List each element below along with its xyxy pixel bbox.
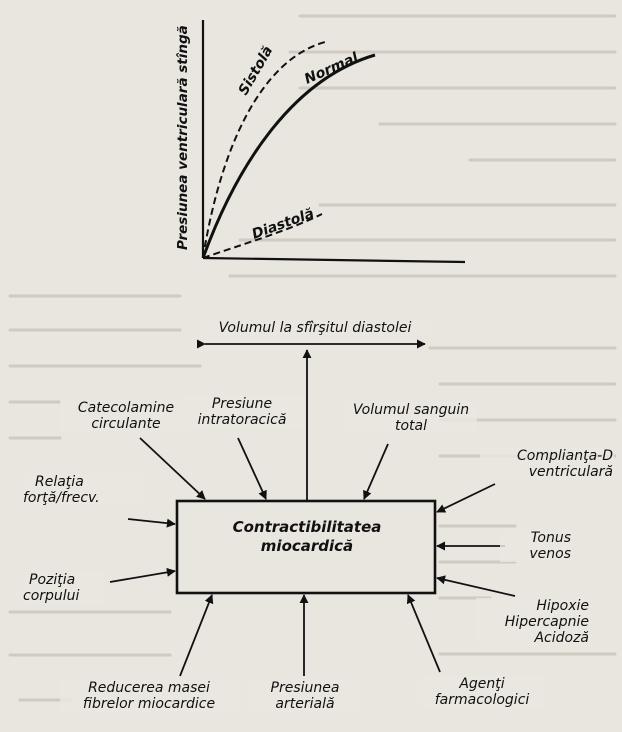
arrow-pozitia bbox=[109, 567, 176, 583]
factor-tonus-line2: venos bbox=[529, 546, 571, 562]
factor-hipoxie-line1: Hipoxie bbox=[536, 598, 589, 614]
arrow-presiune-intratoracica bbox=[237, 437, 267, 500]
curve-diastola bbox=[202, 213, 323, 259]
factor-pozitia-line1: Poziţia bbox=[29, 572, 76, 588]
factor-arteriala-line1: Presiunea bbox=[270, 680, 340, 696]
factor-relatia-line1: Relaţia bbox=[35, 474, 84, 490]
factor-presiune-intratoracica: Presiune intratoracică bbox=[178, 396, 306, 428]
factor-presiune-line2: intratoracică bbox=[197, 412, 287, 428]
arrow-volum-sanguin bbox=[363, 443, 389, 500]
factor-hipoxie-line2: Hipercapnie bbox=[504, 614, 589, 630]
arrow-catecolamine bbox=[139, 437, 206, 500]
factor-hipoxie: Hipoxie Hipercapnie Acidoză bbox=[476, 598, 590, 646]
factor-catecolamine-line1: Catecolamine bbox=[77, 400, 175, 416]
factor-volum-line1: Volumul sanguin bbox=[352, 402, 470, 418]
factor-complianta-line2: ventriculară bbox=[528, 464, 613, 480]
factor-catecolamine: Catecolamine circulante bbox=[60, 400, 192, 432]
center-box bbox=[175, 499, 437, 595]
factor-relatia-line2: forţă/frecv. bbox=[23, 490, 100, 506]
factor-volum-line2: total bbox=[394, 418, 427, 434]
curve-normal bbox=[201, 53, 376, 259]
factor-presiune-line1: Presiune bbox=[211, 396, 273, 412]
curve-label-normal: Normal bbox=[302, 50, 361, 88]
arrow-reducerea bbox=[179, 594, 214, 677]
factor-volum-sanguin: Volumul sanguin total bbox=[345, 402, 477, 434]
factor-pozitia: Poziţia corpului bbox=[22, 572, 104, 604]
arrow-complianta bbox=[436, 483, 496, 513]
factor-agenti: Agenţi farmacologici bbox=[418, 676, 546, 708]
curve-label-sistola: Sistolă bbox=[236, 43, 277, 98]
arrow-agenti bbox=[406, 594, 441, 673]
factor-complianta: Complianţa-D ventriculară bbox=[480, 448, 614, 480]
factor-relatia: Relaţia forţă/frecv. bbox=[22, 474, 142, 506]
graph-x-axis bbox=[202, 256, 466, 264]
factor-tonus: Tonus venos bbox=[500, 530, 572, 562]
factor-reducerea-line1: Reducerea masei bbox=[88, 680, 210, 696]
top-label-volume: Volumul la sfîrşitul diastolei bbox=[198, 320, 432, 336]
center-line-1: Contractibilitatea bbox=[232, 518, 382, 536]
curve-sistola bbox=[202, 41, 326, 259]
factor-agenti-line2: farmacologici bbox=[434, 692, 530, 708]
center-line-2: miocardică bbox=[260, 537, 354, 555]
arrow-hipoxie bbox=[436, 575, 516, 597]
factor-presiunea-arteriala: Presiunea arterială bbox=[250, 680, 360, 712]
curve-label-diastola: Diastolă bbox=[250, 206, 316, 243]
arrow-relatia bbox=[127, 518, 176, 528]
y-axis-label: Presiunea ventriculară stîngă bbox=[175, 25, 191, 250]
factor-complianta-line1: Complianţa-D bbox=[517, 448, 613, 464]
center-box-label: Contractibilitatea miocardică bbox=[180, 518, 434, 556]
factor-tonus-line1: Tonus bbox=[530, 530, 571, 546]
factor-reducerea: Reducerea masei fibrelor miocardice bbox=[60, 680, 238, 712]
factor-arteriala-line2: arterială bbox=[275, 696, 335, 712]
factor-agenti-line1: Agenţi bbox=[459, 676, 505, 692]
factor-reducerea-line2: fibrelor miocardice bbox=[82, 696, 216, 712]
factor-pozitia-line2: corpului bbox=[23, 588, 80, 604]
factor-hipoxie-line3: Acidoză bbox=[534, 630, 589, 646]
factor-catecolamine-line2: circulante bbox=[91, 416, 161, 432]
